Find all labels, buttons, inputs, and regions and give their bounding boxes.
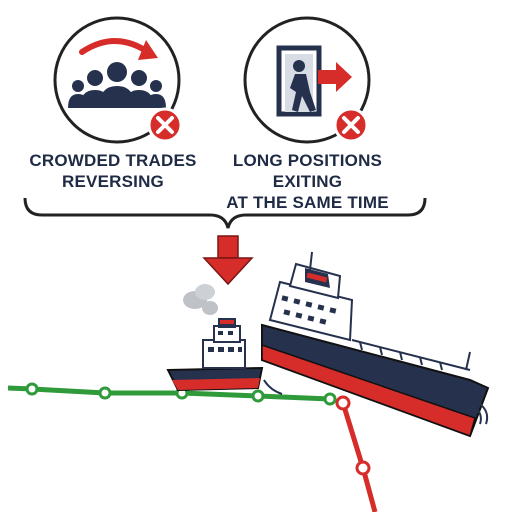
- crowded-trades-line2: REVERSING: [62, 172, 164, 191]
- long-positions-label: LONG POSITIONS EXITING AT THE SAME TIME: [205, 150, 410, 213]
- exit-door-icon: [243, 16, 371, 144]
- crowded-trades-line1: CROWDED TRADES: [29, 151, 197, 170]
- down-arrow-icon: [202, 235, 254, 286]
- sinking-tanker-icon: [261, 251, 490, 438]
- grouping-bracket: [23, 197, 427, 229]
- long-positions-line1: LONG POSITIONS EXITING: [232, 151, 383, 191]
- market-line-red: [340, 402, 378, 512]
- crowded-trades-label: CROWDED TRADES REVERSING: [18, 150, 208, 192]
- x-mark-icon: [333, 107, 369, 143]
- tugboat-icon: [166, 284, 264, 392]
- long-positions-line2: AT THE SAME TIME: [226, 193, 389, 212]
- x-mark-icon: [147, 107, 183, 143]
- crowd-reversing-icon: [53, 16, 181, 144]
